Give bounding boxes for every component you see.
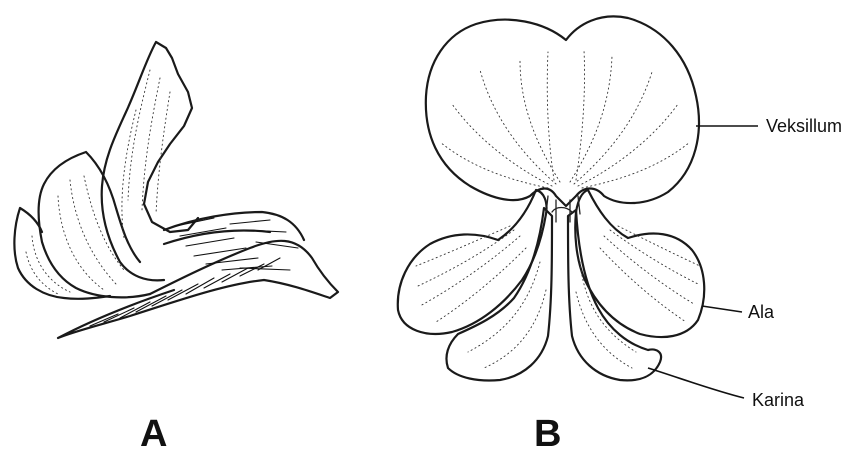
vexillum-veins bbox=[440, 50, 690, 188]
panel-label-a: A bbox=[140, 413, 167, 455]
front-carina-right bbox=[568, 210, 661, 380]
vexillum-label: Veksillum bbox=[766, 116, 842, 136]
side-vexillum bbox=[102, 42, 198, 280]
side-ala-outer bbox=[14, 208, 110, 299]
panel-label-b: B bbox=[534, 413, 561, 455]
ala-leader bbox=[702, 306, 742, 312]
karina-label: Karina bbox=[752, 390, 805, 410]
flower-front-view bbox=[398, 16, 704, 380]
flower-side-view bbox=[14, 42, 338, 338]
front-petal-stippling bbox=[416, 226, 700, 368]
front-ala-right bbox=[575, 190, 704, 337]
front-ala-left bbox=[398, 190, 547, 334]
front-vexillum bbox=[426, 16, 699, 206]
side-ala-left bbox=[39, 152, 151, 297]
side-wing-upper bbox=[164, 212, 304, 244]
karina-leader bbox=[648, 368, 744, 398]
ala-label: Ala bbox=[748, 302, 775, 322]
